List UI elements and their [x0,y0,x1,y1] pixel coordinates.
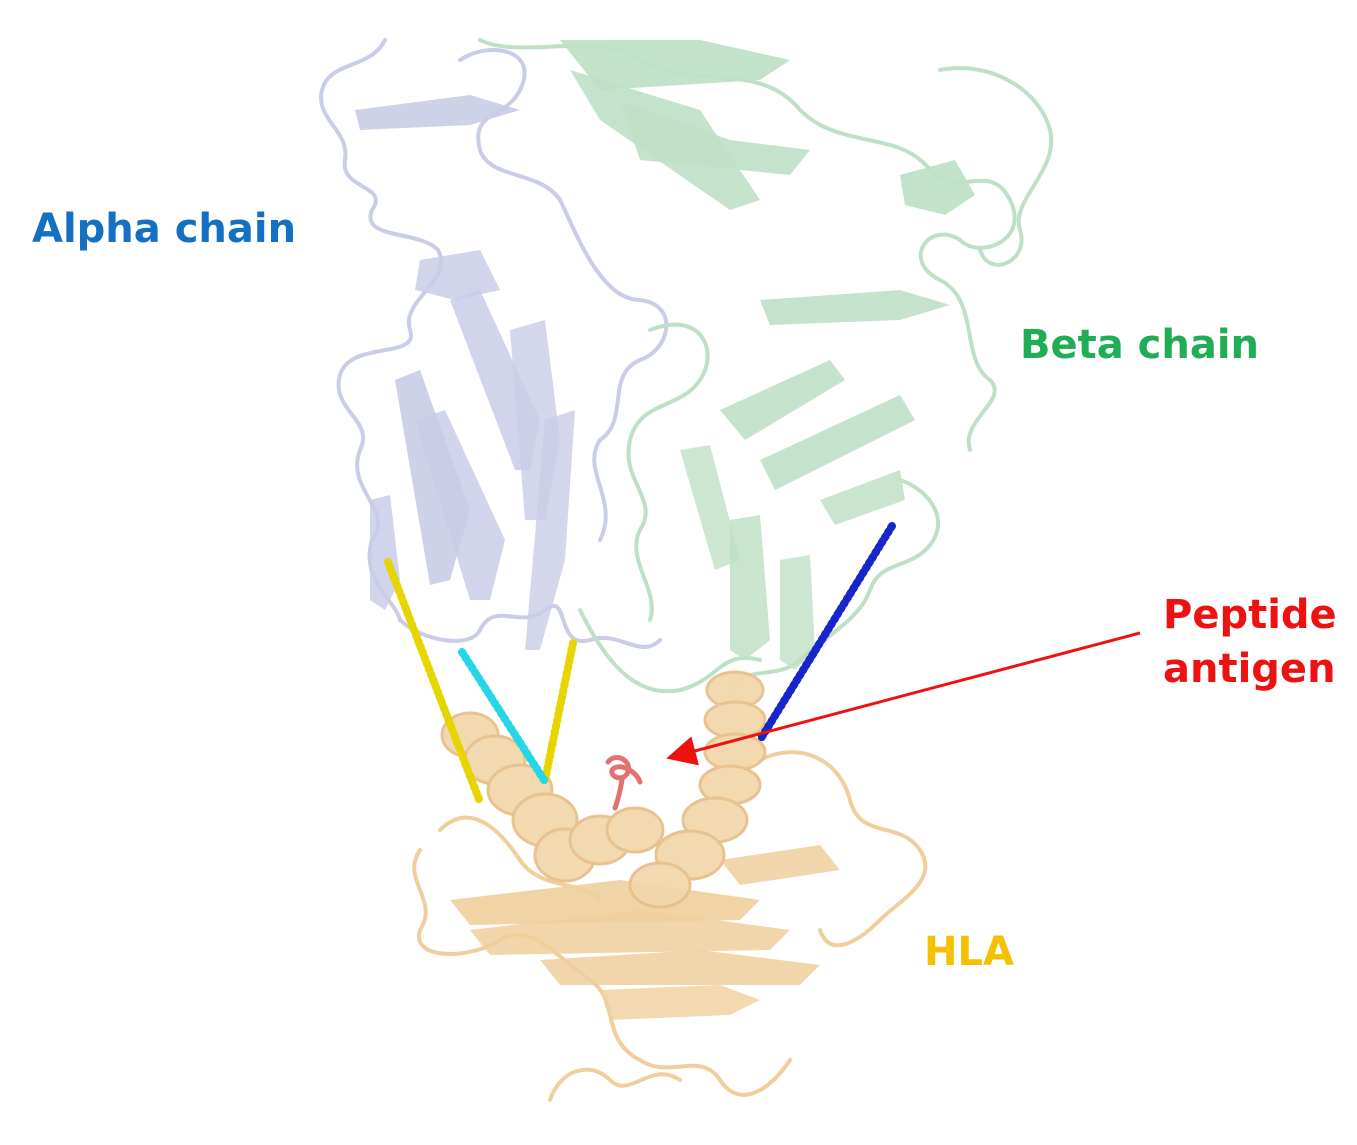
hla-loop [548,1067,682,1102]
beta-strand [620,100,810,175]
peptide-ribbon [605,755,643,811]
beta-strand [760,290,950,325]
yellow-marker-right [541,639,577,784]
hla-loop [758,750,928,948]
blue-marker [756,522,896,744]
yellow-marker-left [384,558,484,806]
alpha-strand [415,250,500,300]
alpha-chain-ribbon [319,38,669,650]
beta-loop [478,38,1017,452]
beta-strand [720,360,845,440]
alpha-strand [355,95,520,130]
peptide-arrow [666,631,1141,766]
hla-ribbon [412,670,928,1102]
beta-chain-ribbon [478,38,1054,694]
peptide-label-line1: Peptide [1163,592,1337,638]
beta-loop [938,66,1054,267]
beta-loop [728,478,941,692]
beta-strand [780,555,815,670]
beta-loop [578,608,762,694]
alpha-loop [458,48,669,542]
beta-strand [820,470,905,525]
beta-strand [760,395,915,490]
beta-strand [680,445,740,570]
peptide-antigen-label: Peptide antigen [1163,588,1337,696]
beta-loop [626,322,710,622]
alpha-strand [415,410,505,600]
hla-strand [720,845,840,885]
hla-strand [540,950,820,985]
alpha-loop [319,38,444,622]
hla-strand [600,985,760,1020]
hla-label: HLA [924,929,1014,975]
cyan-marker [458,648,548,784]
peptide-label-line2: antigen [1163,646,1336,692]
hla-alpha2-helix [628,670,767,909]
hla-strand [470,910,790,955]
alpha-chain-label: Alpha chain [32,206,297,252]
beta-strand [560,40,790,90]
beta-strand [900,160,975,215]
beta-strand [730,515,770,660]
alpha-strand [370,495,400,610]
beta-chain-label: Beta chain [1020,322,1260,368]
alpha-strand [525,410,575,650]
